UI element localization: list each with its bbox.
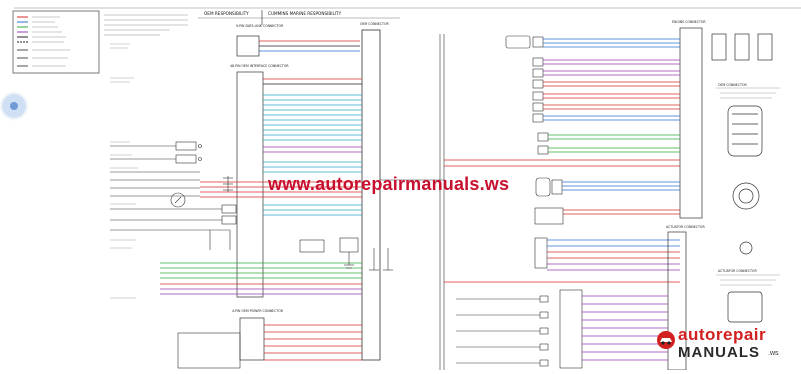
- connector-9pin: [236, 35, 360, 57]
- car-logo-icon: [657, 331, 675, 349]
- oem-connector-face: [711, 33, 773, 323]
- label-oem-connector: OEM CONNECTOR: [360, 22, 389, 26]
- header-right: CUMMINS MARINE RESPONSIBILITY: [268, 11, 342, 16]
- legend-box: [12, 10, 100, 74]
- label-9pin: 9-PIN DATA LINK CONNECTOR: [236, 24, 284, 28]
- label-actuator-connector: ACTUATOR CONNECTOR: [666, 225, 705, 229]
- switch-group: [110, 141, 237, 250]
- watermark-text: www.autorepairmanuals.ws: [268, 174, 510, 194]
- connector-4pin: [177, 317, 362, 369]
- right-label-2: ACTUATOR CONNECTOR: [718, 269, 757, 273]
- navigation-dot-icon[interactable]: [3, 95, 25, 117]
- right-label-1: OEM CONNECTOR: [718, 83, 747, 87]
- sensor-group: [505, 35, 583, 369]
- label-48pin: 48-PIN OEM INTERFACE CONNECTOR: [230, 64, 289, 68]
- label-engine-connector: ENGINE CONNECTOR: [672, 20, 706, 24]
- logo-line2: MANUALS: [678, 344, 760, 361]
- logo-line1: autorepair: [678, 325, 767, 344]
- engine-connector-block: [679, 27, 703, 219]
- logo-suffix: .ws: [768, 350, 779, 357]
- oem-connector-block: [361, 29, 381, 361]
- connector-48pin: [160, 71, 362, 298]
- autorepairmanuals-logo: autorepair MANUALS .ws: [656, 322, 799, 368]
- ground-symbols: [223, 176, 393, 271]
- header-left: OEM RESPONSIBILITY: [204, 11, 249, 16]
- label-4pin: 4-PIN OEM POWER CONNECTOR: [232, 309, 284, 313]
- note-box: [104, 14, 188, 36]
- nav-dot-inner: [10, 102, 18, 110]
